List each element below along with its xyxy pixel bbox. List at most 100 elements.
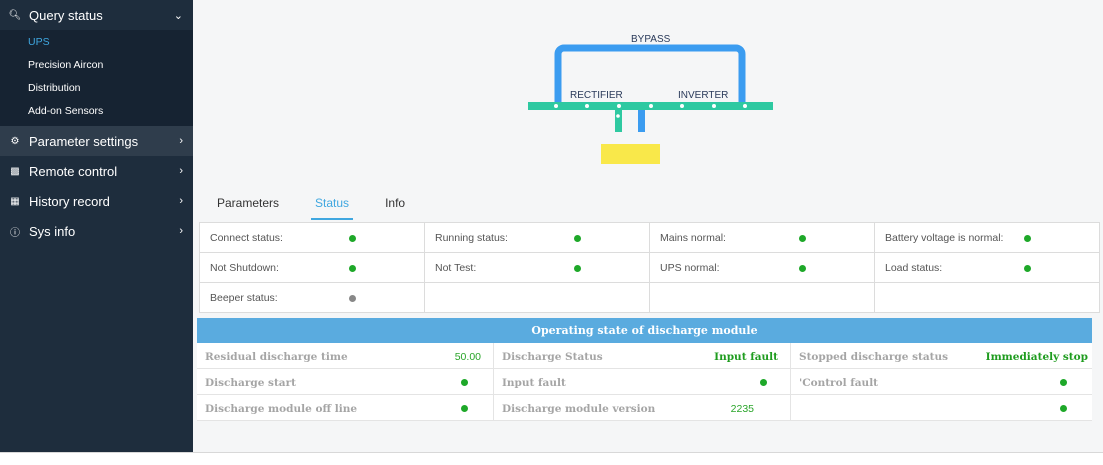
menu-query-status-label: Query status <box>29 7 103 23</box>
status-label: Battery voltage is normal: <box>885 232 1004 244</box>
bypass-label: BYPASS <box>631 34 671 45</box>
discharge-label: Discharge start <box>205 377 296 389</box>
chevron-right-icon: › <box>179 165 183 177</box>
menu-query-status[interactable]: 🔍︎ Query status ⌄ <box>0 0 193 30</box>
status-cell-empty <box>650 283 875 313</box>
status-cell-empty <box>875 283 1100 313</box>
status-ok-indicator <box>349 235 356 242</box>
menu-remote-control-label: Remote control <box>29 163 118 179</box>
status-ok-indicator <box>799 265 806 272</box>
status-cell: Beeper status: <box>200 283 425 313</box>
status-grid: Connect status: Running status: Mains no… <box>199 222 1100 313</box>
status-cell: Not Shutdown: <box>200 253 425 283</box>
bottom-bar <box>0 452 1103 465</box>
search-icon: 🔍︎ <box>8 9 22 21</box>
discharge-title: Operating state of discharge module <box>197 318 1092 343</box>
menu-remote-control[interactable]: ▩ Remote control › <box>0 156 193 186</box>
status-ok-indicator <box>1024 265 1031 272</box>
status-label: Running status: <box>435 232 508 244</box>
discharge-label: Discharge module version <box>502 403 656 415</box>
battery-block <box>601 144 660 164</box>
discharge-value: Input fault <box>714 351 778 363</box>
status-cell: Load status: <box>875 253 1100 283</box>
discharge-label: Stopped discharge status <box>799 351 949 363</box>
status-cell: Not Test: <box>425 253 650 283</box>
status-ok-indicator <box>349 265 356 272</box>
status-cell: Mains normal: <box>650 223 875 253</box>
status-row: Beeper status: <box>200 283 1100 313</box>
discharge-cell: Discharge start <box>197 369 494 394</box>
inverter-drop <box>638 110 645 132</box>
discharge-panel: Operating state of discharge module Resi… <box>197 318 1092 421</box>
status-cell-empty <box>425 283 650 313</box>
ups-flow-diagram: BYPASS RECTIFIER INVERTER <box>528 34 773 164</box>
menu-parameter-settings[interactable]: ⚙ Parameter settings › <box>0 126 193 156</box>
info-icon: ⓘ <box>10 227 20 239</box>
discharge-cell <box>791 395 1092 420</box>
discharge-cell: 'Control fault <box>791 369 1092 394</box>
main-panel: BYPASS RECTIFIER INVERTER Parameters Sta… <box>193 0 1103 452</box>
status-row: Not Shutdown: Not Test: UPS normal: Load… <box>200 253 1100 283</box>
tab-status[interactable]: Status <box>311 190 354 220</box>
discharge-value: 2235 <box>730 403 754 415</box>
sidebar: 🔍︎ Query status ⌄ UPS Precision Aircon D… <box>0 0 193 465</box>
rectifier-drop <box>615 110 622 132</box>
tab-info[interactable]: Info <box>385 196 406 210</box>
calendar-icon: ▦ <box>10 195 20 207</box>
status-row: Connect status: Running status: Mains no… <box>200 223 1100 253</box>
discharge-value: 50.00 <box>454 351 481 363</box>
status-label: UPS normal: <box>660 262 720 274</box>
tab-bar: Parameters Status Info <box>213 190 437 220</box>
sidebar-item-distribution[interactable]: Distribution <box>28 82 81 94</box>
tab-parameters[interactable]: Parameters <box>217 196 280 210</box>
menu-sys-info-label: Sys info <box>29 223 76 239</box>
chevron-right-icon: › <box>179 195 183 207</box>
discharge-row: Residual discharge time 50.00 Discharge S… <box>197 343 1092 369</box>
discharge-cell: Discharge module off line <box>197 395 494 420</box>
status-cell: Battery voltage is normal: <box>875 223 1100 253</box>
discharge-indicator <box>461 379 468 386</box>
menu-history-record[interactable]: ▦ History record › <box>0 186 193 216</box>
status-ok-indicator <box>1024 235 1031 242</box>
chevron-down-icon: ⌄ <box>173 9 183 22</box>
discharge-label: Discharge Status <box>502 351 603 363</box>
status-label: Beeper status: <box>210 292 278 304</box>
discharge-cell: Discharge module version 2235 <box>494 395 791 420</box>
chevron-right-icon: › <box>179 225 183 237</box>
menu-sys-info[interactable]: ⓘ Sys info › <box>0 216 193 246</box>
discharge-row: Discharge module off line Discharge modu… <box>197 395 1092 421</box>
discharge-label: 'Control fault <box>799 377 879 389</box>
status-off-indicator <box>349 295 356 302</box>
status-ok-indicator <box>799 235 806 242</box>
discharge-indicator <box>1060 405 1067 412</box>
discharge-value: Immediately stop <box>985 351 1088 363</box>
status-cell: Running status: <box>425 223 650 253</box>
discharge-label: Residual discharge time <box>205 351 348 363</box>
status-label: Mains normal: <box>660 232 726 244</box>
status-label: Not Shutdown: <box>210 262 279 274</box>
status-cell: UPS normal: <box>650 253 875 283</box>
discharge-label: Discharge module off line <box>205 403 358 415</box>
inverter-label: INVERTER <box>678 90 728 101</box>
status-label: Connect status: <box>210 232 283 244</box>
sidebar-item-precision-aircon[interactable]: Precision Aircon <box>28 59 104 71</box>
chevron-right-icon: › <box>179 135 183 147</box>
bus-nodes <box>554 104 747 118</box>
discharge-label: Input fault <box>502 377 566 389</box>
discharge-indicator <box>461 405 468 412</box>
discharge-cell: Stopped discharge status Immediately stop <box>791 343 1092 368</box>
sidebar-item-ups[interactable]: UPS <box>28 36 50 48</box>
query-status-submenu: UPS Precision Aircon Distribution Add-on… <box>0 30 193 126</box>
menu-history-record-label: History record <box>29 193 110 209</box>
sidebar-item-add-on-sensors[interactable]: Add-on Sensors <box>28 105 104 117</box>
status-ok-indicator <box>574 235 581 242</box>
discharge-cell: Input fault <box>494 369 791 394</box>
discharge-cell: Discharge Status Input fault <box>494 343 791 368</box>
status-label: Not Test: <box>435 262 477 274</box>
discharge-cell: Residual discharge time 50.00 <box>197 343 494 368</box>
status-ok-indicator <box>574 265 581 272</box>
status-cell: Connect status: <box>200 223 425 253</box>
discharge-indicator <box>760 379 767 386</box>
status-label: Load status: <box>885 262 943 274</box>
menu-parameter-settings-label: Parameter settings <box>29 133 139 149</box>
